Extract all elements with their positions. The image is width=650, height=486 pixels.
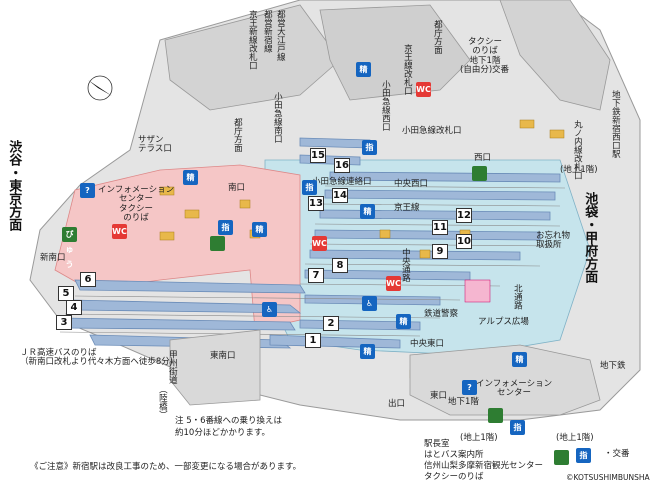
direction-ikebukuro-kofu: 池袋・甲府方面 — [582, 192, 598, 283]
label-higashi-minami: 東南口 — [210, 351, 236, 361]
label-kodo: （陸橋） — [157, 385, 168, 419]
platforms — [59, 137, 561, 349]
accessible-icon: ♿ — [362, 296, 377, 311]
settlement-icon: 精 — [252, 222, 267, 237]
platform-7: 7 — [308, 268, 324, 283]
note-transfer: 注 5・6番線への乗り換えは 約10分ほどかかります。 — [175, 416, 283, 438]
east-lower-building — [409, 344, 601, 416]
restroom-icon: WC — [312, 236, 327, 251]
label-ground-1f-east: (地上1階) — [560, 165, 598, 175]
label-kitadori: 北通路 — [512, 284, 523, 310]
label-station-master: 駅長室 — [424, 439, 450, 449]
label-ground-1f-b: (地上1階) — [556, 433, 594, 443]
accessible-icon: ♿ — [262, 302, 277, 317]
restroom-icon: WC — [112, 224, 127, 239]
label-marunouchi: 丸ノ内線改札口 — [572, 120, 583, 180]
label-hato-bus: はとバス案内所 — [424, 450, 484, 460]
platform-13: 13 — [308, 196, 324, 211]
reserved-icon: 指 — [218, 220, 233, 235]
label-police: 鉄道警察 — [424, 309, 459, 319]
label-chuo-higashi: 中央東口 — [410, 339, 445, 349]
east-upper-building — [499, 0, 611, 111]
platform-6: 6 — [80, 272, 96, 287]
ticket-office-icon — [210, 236, 225, 251]
settlement-icon: 精 — [512, 352, 527, 367]
platform-2: 2 — [323, 316, 339, 331]
compass-icon — [87, 75, 113, 101]
label-keio-gate: 京王線改札口 — [402, 44, 413, 95]
label-tourist-center: 信州山梨多摩新宿観光センター — [424, 461, 544, 471]
note-caution: 《ご注意》新宿駅は改良工事のため、一部変更になる場合があります。 — [30, 462, 302, 472]
label-b1-floor: 地下1階 — [448, 397, 479, 407]
platform-3: 3 — [56, 315, 72, 330]
label-jr-bus: ＪＲ高速バスのりば （新南口改札より代々木方面へ徒歩8分） — [20, 348, 179, 368]
direction-tocho-top: 都庁方面 — [432, 20, 443, 54]
label-subway-shinjuku-nishi: 地下鉄新宿西口駅 — [610, 90, 621, 158]
settlement-icon: 精 — [360, 204, 375, 219]
label-self-use: (自由分) — [460, 65, 493, 75]
settlement-icon: 精 — [356, 62, 371, 77]
label-odakyu-transfer: 小田急線連絡口 — [312, 177, 372, 187]
label-chuo-nishi: 中央西口 — [394, 179, 429, 189]
label-odakyu-west: 小田急線西口 — [380, 80, 391, 131]
label-subway: 地下鉄 — [600, 361, 626, 371]
platform-1: 1 — [305, 333, 321, 348]
label-toei-oedo: 都営大江戸線 — [275, 10, 286, 61]
platform-11: 11 — [432, 220, 448, 235]
label-info-center-east: インフォメーション センター — [476, 379, 553, 399]
reserved-icon: 指 — [510, 420, 525, 435]
label-southern-terrace: サザン テラス口 — [138, 135, 172, 155]
reserved-icon: 指 — [302, 180, 317, 195]
label-toei-shinjuku: 都営新宿線 — [262, 10, 273, 53]
platform-9: 9 — [432, 244, 448, 259]
label-odakyu-gate: 小田急線改札口 — [402, 126, 462, 136]
reserved-icon: 指 — [362, 140, 377, 155]
settlement-icon: 精 — [396, 314, 411, 329]
label-ground-1f-a: (地上1階) — [460, 433, 498, 443]
label-koban-bottom: ・交番 — [604, 449, 630, 459]
settlement-icon: 精 — [360, 344, 375, 359]
platform-10: 10 — [456, 234, 472, 249]
label-odakyu-south: 小田急線南口 — [272, 92, 283, 143]
platform-8: 8 — [332, 258, 348, 273]
info-icon: ? — [462, 380, 477, 395]
direction-tocho: 都庁方面 — [232, 118, 243, 152]
platform-12: 12 — [456, 208, 472, 223]
label-nishiguchi: 西口 — [474, 153, 492, 163]
settlement-icon: 精 — [183, 170, 198, 185]
platform-5: 5 — [58, 286, 74, 301]
ticket-office-icon — [472, 166, 487, 181]
platform-15: 15 — [310, 148, 326, 163]
ticket-office-icon — [488, 408, 503, 423]
note-copyright: ©KOTSUSHIMBUNSHA — [566, 473, 650, 482]
label-koshu-kaido: 甲州街道 — [167, 350, 178, 384]
west-building — [164, 4, 341, 111]
label-taxi-east: タクシーのりば — [424, 472, 484, 482]
label-shin-minami: 新南口 — [40, 253, 66, 263]
label-minami: 南口 — [228, 183, 246, 193]
label-higashiguchi: 東口 — [430, 391, 448, 401]
label-info-center-south: インフォメーション センター タクシー のりば — [98, 185, 175, 224]
restroom-icon: WC — [416, 82, 431, 97]
label-koban-top: 交番 — [492, 65, 510, 75]
ticket-office-icon: びゅう — [62, 227, 77, 269]
label-alps: アルプス広場 — [478, 317, 529, 327]
southeast-building — [169, 329, 261, 406]
label-exit: 出口 — [388, 399, 406, 409]
reserved-icon: 指 — [576, 448, 591, 463]
restroom-icon: WC — [386, 276, 401, 291]
label-keio-line: 京王線 — [394, 203, 420, 213]
ticket-office-icon — [554, 450, 569, 465]
direction-shibuya-tokyo: 渋谷・東京方面 — [6, 140, 22, 231]
label-keio-new: 京王新線改札口 — [247, 10, 258, 70]
platform-16: 16 — [334, 158, 350, 173]
label-lost-found: お忘れ物 取扱所 — [536, 231, 571, 251]
label-taxi-b1: タクシー のりば 地下1階 — [468, 37, 503, 66]
platform-4: 4 — [66, 300, 82, 315]
platform-14: 14 — [332, 188, 348, 203]
alps-square — [464, 279, 491, 303]
info-icon: ? — [80, 183, 95, 198]
label-chuodori: 中央通路 — [400, 248, 411, 282]
